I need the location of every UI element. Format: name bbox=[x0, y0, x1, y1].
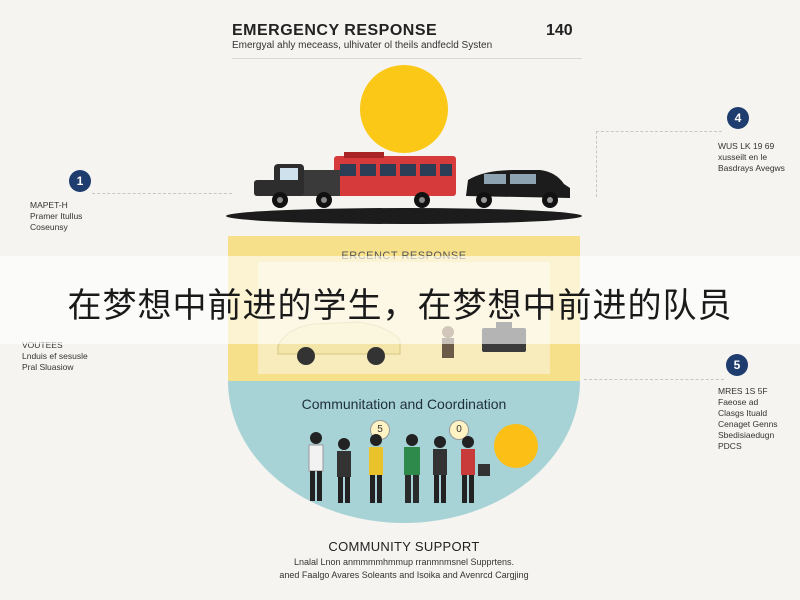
header-title: EMERGENCY RESPONSE bbox=[232, 22, 438, 39]
vehicles-illustration bbox=[254, 152, 570, 208]
connector-4-vert bbox=[596, 131, 597, 197]
connector-1 bbox=[92, 193, 232, 194]
connector-4 bbox=[596, 131, 722, 132]
step-badge-5: 5 bbox=[726, 354, 748, 376]
step-badge-1: 1 bbox=[69, 170, 91, 192]
footer-line-1: Lnalal Lnon anmmmmhmmup rranmnmsnel Supp… bbox=[293, 557, 515, 567]
header-number: 140 bbox=[546, 22, 573, 39]
sun-icon bbox=[360, 65, 448, 153]
coordination-title: Communitation and Coordination bbox=[301, 396, 507, 412]
road-shadow bbox=[226, 208, 582, 224]
footer-title: COMMUNITY SUPPORT bbox=[328, 539, 480, 554]
side-label-4: WUS LK 19 69 xusseilt en le Basdrays Ave… bbox=[718, 141, 785, 173]
sun-icon-small bbox=[494, 424, 538, 468]
side-label-1: MAPET-H Pramer Itullus Coseunsy bbox=[30, 200, 83, 232]
suv-icon bbox=[466, 170, 570, 208]
side-label-5: MRES 1S 5F Faeose ad Clasgs Ituald Cenag… bbox=[718, 386, 778, 451]
side-label-3: VOUTEES Lnduis ef sesusle Pral Sluasiow bbox=[22, 340, 88, 372]
overlay-text: 在梦想中前进的学生，在梦想中前进的队员 bbox=[67, 286, 733, 326]
header-divider bbox=[232, 58, 582, 59]
step-badge-4: 4 bbox=[727, 107, 749, 129]
people-group-icon bbox=[308, 432, 490, 503]
speech-bubble-2: 0 bbox=[449, 420, 469, 440]
connector-5 bbox=[584, 379, 724, 380]
overlay-band bbox=[0, 256, 800, 344]
footer-line-2: aned Faalgo Avares Soleants and Isoika a… bbox=[279, 570, 529, 580]
header-subtitle: Emergyal ahly meceass, ulhivater ol thei… bbox=[232, 40, 493, 51]
fire-truck-icon bbox=[254, 152, 456, 208]
